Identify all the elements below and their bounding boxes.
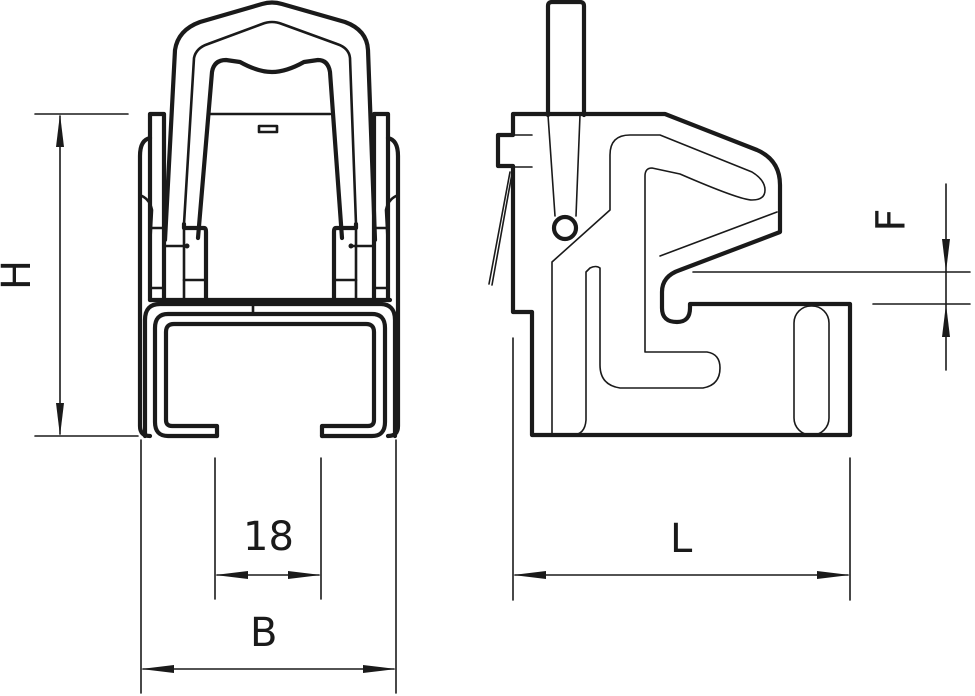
dimension-label-b: B [250,610,278,656]
bail-leg-left [181,221,209,303]
dimension-l [512,337,851,601]
lever-handle [545,0,587,118]
spring-wire [488,167,514,286]
inner-channel [551,134,766,436]
slot-oblong [793,305,830,436]
rail-c-profile [152,311,388,439]
dimension-18 [214,457,322,600]
front-view [137,0,401,439]
body-outline [495,111,853,438]
lever-pivot [551,214,579,242]
lever-shaft [547,114,581,217]
bail-leg-right [331,221,359,303]
hook-edge [659,211,778,257]
bail-outer [162,0,378,243]
rail-c-profile-inner [163,321,377,439]
dimension-b [140,439,397,694]
dimension-label-f: F [868,208,915,232]
slot-marker [257,124,279,134]
rail-profile-outer [142,301,398,439]
bail-inner-contour [182,20,358,226]
bail-opening [195,57,345,241]
dimension-label-18: 18 [243,514,294,560]
dimension-label-l: L [670,516,693,562]
dimension-f [692,183,971,371]
dimension-label-h: H [0,260,40,290]
dimension-h [34,113,139,437]
side-view [488,0,853,438]
